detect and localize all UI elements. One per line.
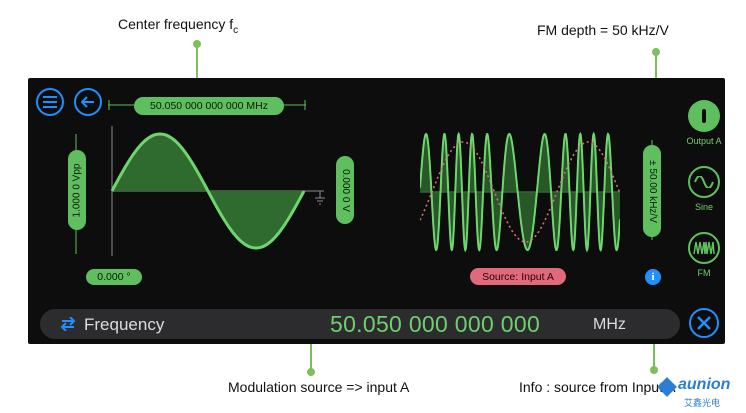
- tools-icon: [697, 316, 711, 330]
- frequency-bar[interactable]: Frequency 50.050 000 000 000 MHz: [40, 309, 680, 339]
- tools-button[interactable]: [689, 308, 719, 338]
- back-arrow-icon: [81, 96, 94, 108]
- annotation-fm-depth: FM depth = 50 kHz/V: [537, 22, 669, 38]
- frequency-unit: MHz: [593, 316, 626, 333]
- output-a-label: Output A: [686, 136, 722, 146]
- sine-label: Sine: [694, 202, 713, 212]
- info-button[interactable]: i: [645, 269, 661, 285]
- menu-icon: [43, 96, 57, 108]
- watermark-logo-icon: [657, 377, 677, 397]
- annotation-info: Info : source from Input A: [519, 379, 676, 395]
- source-pill[interactable]: Source: Input A: [470, 268, 566, 285]
- swap-arrows-icon: [60, 317, 76, 331]
- output-a-button[interactable]: [688, 100, 720, 132]
- phase-pill[interactable]: 0.000 °: [86, 269, 142, 285]
- sine-waveform: [110, 126, 325, 256]
- power-icon: [702, 109, 706, 123]
- back-button[interactable]: [74, 88, 102, 116]
- sine-button[interactable]: [688, 166, 720, 198]
- info-icon: i: [651, 271, 655, 283]
- watermark-brand: aunion: [678, 376, 731, 393]
- offset-pill[interactable]: 0.000 0 V: [336, 156, 354, 224]
- fm-wave-icon: [693, 241, 715, 255]
- annotation-center-frequency: Center frequency fc: [118, 16, 239, 36]
- frequency-value[interactable]: 50.050 000 000 000: [330, 311, 541, 337]
- fm-label: FM: [697, 268, 711, 278]
- amplitude-pill[interactable]: 1.000 0 Vpp: [68, 150, 86, 230]
- frequency-label: Frequency: [84, 315, 165, 334]
- annotation-mod-source: Modulation source => input A: [228, 379, 410, 395]
- ground-symbol: [315, 191, 325, 205]
- menu-button[interactable]: [36, 88, 64, 116]
- fm-depth-pill[interactable]: ± 50.00 kHz/V: [643, 145, 661, 237]
- fm-waveform: [420, 131, 620, 253]
- sine-wave-icon: [694, 176, 714, 188]
- watermark-sub: 艾鑫光电: [684, 398, 721, 408]
- app-panel: 50.050 000 000 000 MHz 1.000 0 Vpp 0.000…: [28, 78, 725, 344]
- watermark: aunion 艾鑫光电: [657, 374, 740, 410]
- fm-button[interactable]: [688, 232, 720, 264]
- center-frequency-pill[interactable]: 50.050 000 000 000 MHz: [134, 97, 284, 115]
